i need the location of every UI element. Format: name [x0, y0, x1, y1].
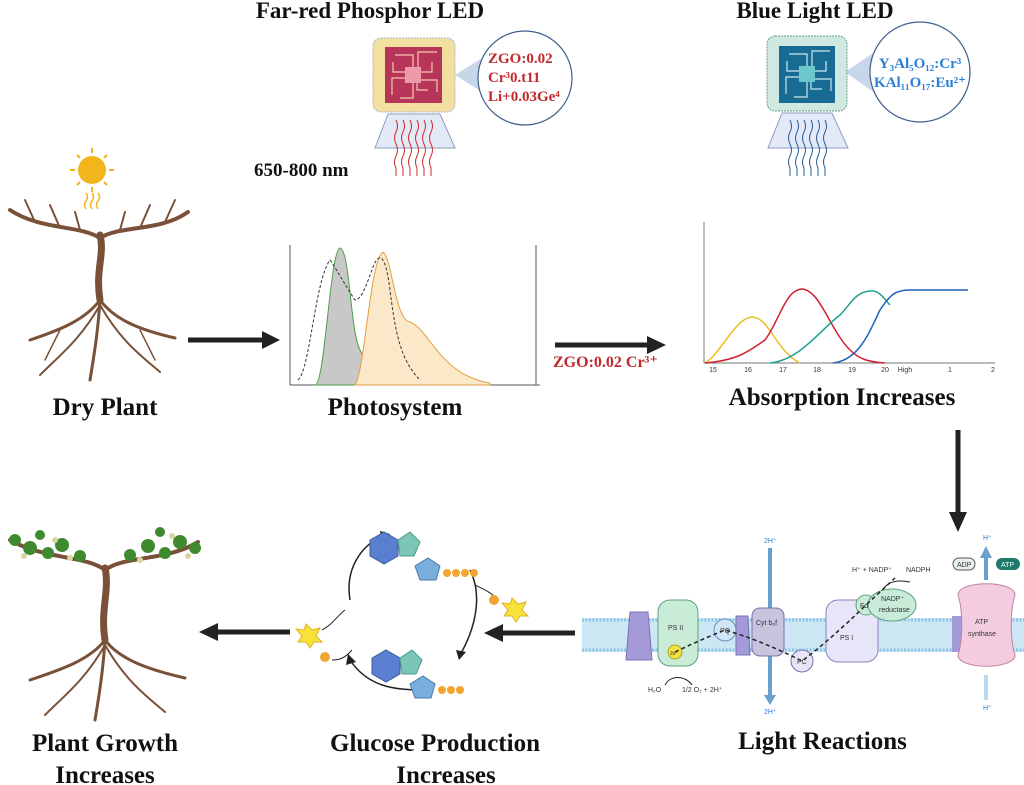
- proton-top-label: 2H⁺: [764, 537, 777, 545]
- atp-synthase-label: ATP: [975, 619, 988, 626]
- pq-label: PQ: [720, 628, 731, 635]
- blue-formula: Y₃Al₅O₁₂:Cr³ KAl₁₁O₁₇:Eu²⁺: [874, 55, 966, 93]
- nadph-label: NADPH: [906, 567, 931, 574]
- formula-line: KAl₁₁O₁₇:Eu²⁺: [874, 75, 967, 91]
- x-tick-label: 16: [744, 367, 752, 374]
- glucose-label-line2: Increases: [396, 762, 496, 785]
- photosystem-chart: [289, 245, 540, 386]
- fd-label: Fd: [860, 603, 868, 610]
- formula-line: Y₃Al₅O₁₂:Cr³: [878, 56, 962, 72]
- electron-label: 2e⁻: [670, 651, 679, 657]
- blue-led-title: Blue Light LED: [736, 0, 894, 23]
- pc-label: PC: [797, 659, 807, 666]
- far-red-formula: ZGO:0.02 Cr³0.t11 Li+0.03Ge⁴: [488, 50, 560, 107]
- x-tick-label: High: [898, 367, 913, 374]
- arrow-glucose-to-growth: [199, 623, 290, 641]
- absorption-x-ticks: 15 16 17 18 19 20 High 1 2: [709, 367, 995, 374]
- x-tick-label: 15: [709, 367, 717, 374]
- absorption-chart: [703, 222, 995, 364]
- x-tick-label: 1: [948, 367, 952, 374]
- nadp-in-label: H⁺ + NADP⁺: [852, 566, 892, 574]
- dry-plant-label: Dry Plant: [52, 394, 158, 421]
- arrow-light-to-glucose: [484, 624, 575, 642]
- glucose-label-line1: Glucose Production: [330, 730, 540, 757]
- growth-label-line1: Plant Growth: [31, 730, 179, 757]
- adp-label: ADP: [957, 562, 972, 569]
- dry-plant-icon: [8, 199, 190, 382]
- x-tick-label: 2: [991, 367, 995, 374]
- sun-icon: [70, 148, 114, 210]
- cyt-label: Cyt b₆f: [756, 620, 777, 627]
- x-tick-label: 19: [848, 367, 856, 374]
- photosystem-label: Photosystem: [327, 394, 463, 421]
- wavelength-label: 650-800 nm: [254, 160, 349, 181]
- glucose-cycle: [294, 531, 530, 699]
- h-bottom-label: H⁺: [983, 704, 992, 712]
- arrow-absorption-to-light: [949, 430, 967, 532]
- nadp-reductase-label-2: reductase: [879, 607, 910, 614]
- thylakoid-membrane: PS II PS I PQ PC Cyt b₆f Fd NADP⁺ reduct…: [582, 534, 1024, 716]
- x-tick-label: 17: [779, 367, 787, 374]
- arrow-photosystem-to-absorption: [555, 336, 666, 354]
- x-tick-label: 18: [813, 367, 821, 374]
- h-top-label: H⁺: [983, 534, 992, 542]
- atp-label: ATP: [1001, 562, 1014, 569]
- plant-growth-label: Plant Growth Increases: [10, 728, 200, 785]
- far-red-led-title: Far-red Phosphor LED: [255, 0, 485, 23]
- ps1-label: PS I: [840, 635, 853, 642]
- ps2-label: PS II: [668, 625, 683, 632]
- blue-led-chip-icon: [766, 21, 971, 176]
- light-reactions-label: Light Reactions: [738, 728, 907, 755]
- absorption-label: Absorption Increases: [728, 384, 956, 411]
- zgo-arrow-label: ZGO:0.02 Cr³⁺: [553, 354, 658, 371]
- formula-line: ZGO:0.02: [488, 51, 553, 67]
- water-label: H₂O: [648, 687, 662, 694]
- oxygen-label: 1/2 O₂ + 2H⁺: [682, 686, 723, 694]
- grown-plant-icon: [8, 527, 201, 722]
- formula-line: Li+0.03Ge⁴: [488, 89, 560, 105]
- nadp-reductase-label: NADP⁺: [881, 595, 904, 603]
- atp-synthase-label-2: synthase: [968, 631, 996, 638]
- x-tick-label: 20: [881, 367, 889, 374]
- proton-bottom-label: 2H⁺: [764, 708, 777, 716]
- formula-line: Cr³0.t11: [488, 70, 541, 86]
- glucose-label: Glucose Production Increases: [305, 728, 565, 785]
- growth-label-line2: Increases: [55, 762, 155, 785]
- arrow-dry-to-photosystem: [188, 331, 280, 349]
- far-red-led-chip-icon: [372, 30, 573, 176]
